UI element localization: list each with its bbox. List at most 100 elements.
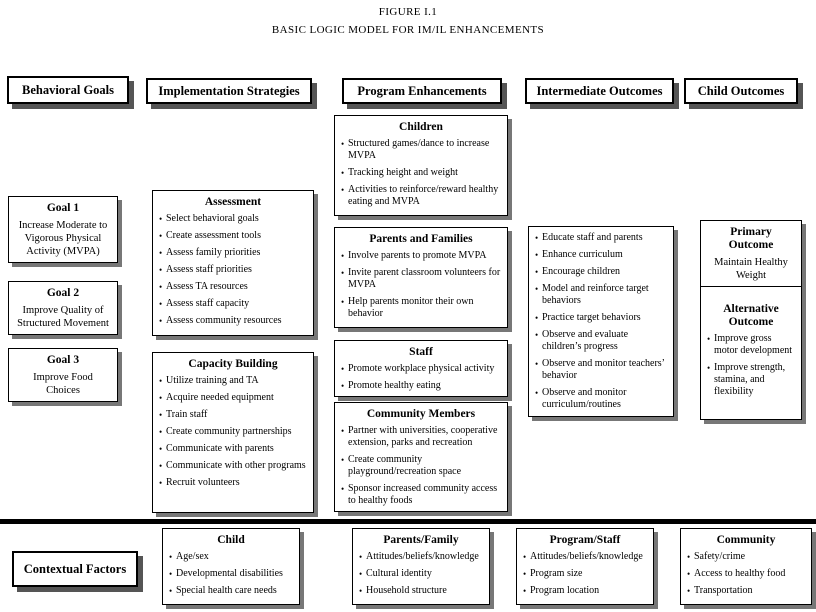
- staff-box: Staff •Promote workplace physical activi…: [334, 340, 508, 397]
- box-title: Goal 3: [46, 354, 80, 366]
- section-divider-line: [0, 519, 816, 524]
- bullet-dot-icon: •: [687, 552, 691, 562]
- bullet-item: •Sponsor increased community access to h…: [341, 483, 501, 507]
- bullet-list: •Select behavioral goals •Create assessme…: [159, 213, 307, 327]
- box-title: Staff: [409, 346, 433, 358]
- bullet-item: •Invite parent classroom volunteers for …: [341, 267, 501, 291]
- bullet-item: •Create assessment tools: [159, 230, 307, 242]
- bullet-item: •Improve strength, stamina, and flexibil…: [707, 362, 795, 398]
- bullet-dot-icon: •: [159, 265, 163, 275]
- bullet-dot-icon: •: [169, 552, 173, 562]
- bullet-dot-icon: •: [707, 334, 711, 344]
- header-intermediate-outcomes: Intermediate Outcomes: [525, 78, 674, 104]
- bullet-dot-icon: •: [687, 586, 691, 596]
- bullet-dot-icon: •: [359, 569, 363, 579]
- bullet-text: Communicate with parents: [166, 443, 274, 454]
- bullet-dot-icon: •: [341, 168, 345, 178]
- primary-outcome-box: Primary Outcome Maintain Healthy Weight: [700, 220, 802, 287]
- bullet-text: Utilize training and TA: [166, 375, 259, 386]
- header-implementation-strategies: Implementation Strategies: [146, 78, 312, 104]
- bullet-item: •Recruit volunteers: [159, 477, 307, 489]
- bullet-list: •Attitudes/beliefs/knowledge•Cultural id…: [359, 551, 483, 597]
- context-community-box: Community •Safety/crime•Access to health…: [680, 528, 812, 605]
- bullet-item: •Tracking height and weight: [341, 167, 501, 179]
- figure-number: FIGURE I.1: [378, 6, 438, 18]
- bullet-item: •Observe and evaluate children’s progres…: [535, 329, 667, 353]
- bullet-text: Partner with universities, cooperative e…: [348, 425, 498, 448]
- header-label: Contextual Factors: [23, 561, 127, 576]
- bullet-list: •Utilize training and TA•Acquire needed …: [159, 375, 307, 489]
- bullet-text: Train staff: [166, 409, 208, 420]
- parents-and-families-box: Parents and Families •Involve parents to…: [334, 227, 508, 328]
- bullet-text: Assess TA resources: [166, 281, 248, 292]
- box-title: Capacity Building: [188, 358, 278, 370]
- bullet-item: •Assess TA resources: [159, 281, 307, 293]
- box-title: Parents/Family: [383, 534, 459, 546]
- box-title: Community: [716, 534, 776, 546]
- bullet-dot-icon: •: [341, 426, 345, 436]
- bullet-dot-icon: •: [169, 569, 173, 579]
- bullet-text: Invite parent classroom volunteers for M…: [348, 267, 501, 290]
- box-title: Primary Outcome: [728, 226, 774, 251]
- capacity-building-box: Capacity Building • Utilize training and …: [152, 352, 314, 513]
- bullet-dot-icon: •: [535, 233, 539, 243]
- bullet-item: •Assess staff capacity: [159, 298, 307, 310]
- bullet-dot-icon: •: [359, 552, 363, 562]
- box-text: Improve Food Choices: [33, 372, 93, 396]
- bullet-list: •Improve gross motor development•Improve…: [707, 333, 795, 398]
- bullet-item: •Enhance curriculum: [535, 249, 667, 261]
- box-title: Goal 1: [46, 202, 80, 214]
- bullet-text: Program size: [530, 568, 583, 579]
- bullet-text: Household structure: [366, 585, 447, 596]
- goal-1-box: Goal 1 Increase Moderate to Vigorous Phy…: [8, 196, 118, 263]
- bullet-dot-icon: •: [159, 410, 163, 420]
- bullet-dot-icon: •: [523, 586, 527, 596]
- goal-2-box: Goal 2 Improve Quality of Structured Mov…: [8, 281, 118, 335]
- bullet-item: •Help parents monitor their own behavior: [341, 296, 501, 320]
- assessment-box: Assessment •Select behavioral goals•Crea…: [152, 190, 314, 336]
- bullet-dot-icon: •: [535, 267, 539, 277]
- bullet-text: Access to healthy food: [694, 568, 786, 579]
- bullet-text: Assess family priorities: [166, 247, 261, 258]
- bullet-text: Transportation: [694, 585, 753, 596]
- bullet-item: •Assess family priorities: [159, 247, 307, 259]
- bullet-list: •Educate staff and parents•Enhance curri…: [535, 232, 667, 411]
- bullet-text: Enhance curriculum: [542, 249, 623, 260]
- bullet-dot-icon: •: [159, 461, 163, 471]
- bullet-item: •Promote workplace physical activity: [341, 363, 501, 375]
- bullet-item: •Observe and monitor teachers’ behavior: [535, 358, 667, 382]
- bullet-item: •Attitudes/beliefs/knowledge: [523, 551, 647, 563]
- box-title: Parents and Families: [369, 233, 473, 245]
- box-title: Children: [399, 121, 443, 133]
- bullet-item: •Assess community resources: [159, 315, 307, 327]
- bullet-dot-icon: •: [341, 455, 345, 465]
- bullet-list: •Promote workplace physical activity •Pro…: [341, 363, 501, 392]
- goal-3-box: Goal 3 Improve Food Choices: [8, 348, 118, 402]
- bullet-item: •Train staff: [159, 409, 307, 421]
- bullet-text: Create community partnerships: [166, 426, 292, 437]
- bullet-dot-icon: •: [687, 569, 691, 579]
- bullet-text: Acquire needed equipment: [166, 392, 274, 403]
- context-program-staff-box: Program/Staff •Attitudes/beliefs/knowled…: [516, 528, 654, 605]
- bullet-item: •Promote healthy eating: [341, 380, 501, 392]
- bullet-item: •Create community partnerships: [159, 426, 307, 438]
- bullet-text: Involve parents to promote MVPA: [348, 250, 487, 261]
- context-parents-family-box: Parents/Family •Attitudes/beliefs/knowle…: [352, 528, 490, 605]
- bullet-item: •Special health care needs: [169, 585, 293, 597]
- header-child-outcomes: Child Outcomes: [684, 78, 798, 104]
- box-text: Maintain Healthy Weight: [714, 257, 788, 281]
- bullet-dot-icon: •: [535, 330, 539, 340]
- bullet-dot-icon: •: [707, 363, 711, 373]
- bullet-text: Assess staff capacity: [166, 298, 250, 309]
- box-title: Program/Staff: [549, 534, 621, 546]
- bullet-dot-icon: •: [523, 569, 527, 579]
- bullet-item: •Select behavioral goals: [159, 213, 307, 225]
- bullet-dot-icon: •: [341, 381, 345, 391]
- bullet-text: Age/sex: [176, 551, 209, 562]
- bullet-dot-icon: •: [159, 214, 163, 224]
- bullet-item: •Structured games/dance to increase MVPA: [341, 138, 501, 162]
- bullet-dot-icon: •: [159, 427, 163, 437]
- figure-title: BASIC LOGIC MODEL FOR IM/IL ENHANCEMENTS: [271, 24, 545, 36]
- box-title: Community Members: [366, 408, 476, 420]
- bullet-text: Cultural identity: [366, 568, 432, 579]
